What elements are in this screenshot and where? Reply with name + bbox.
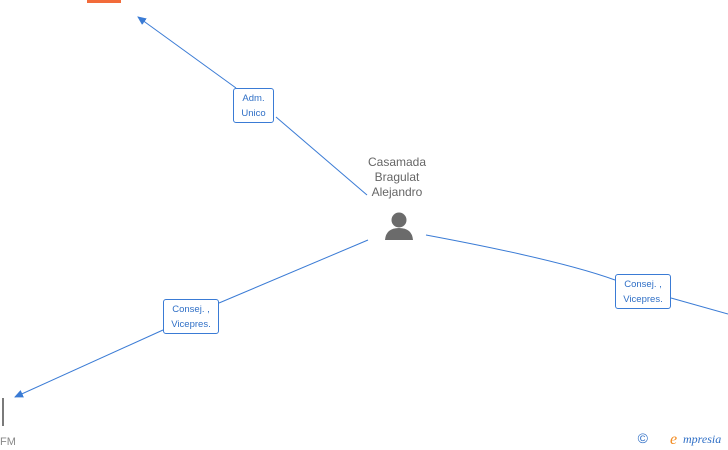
company-building-icon-top[interactable] <box>87 0 121 3</box>
svg-text:mpresia: mpresia <box>683 432 721 446</box>
copyright-icon: © <box>637 430 648 446</box>
person-name[interactable]: Casamada Bragulat Alejandro <box>347 155 447 200</box>
edge-line-adm-upper <box>137 16 237 89</box>
edge-line-right-outer <box>670 297 728 315</box>
svg-text:e: e <box>670 431 677 448</box>
edge-line-left <box>218 239 369 304</box>
person-name-line1: Casamada <box>367 155 427 169</box>
edge-label-line2: Unico <box>241 108 266 119</box>
edge-line-adm <box>275 116 368 196</box>
edge-label-line1: Consej. , <box>172 304 210 315</box>
person-name-line3: Alejandro <box>371 185 423 199</box>
edge-label-adm-unico: Adm. Unico <box>233 88 274 123</box>
person-icon[interactable] <box>385 212 413 241</box>
person-name-line2: Bragulat <box>374 170 420 184</box>
edge-line-right <box>425 234 616 281</box>
watermark: © <box>638 430 648 446</box>
edge-label-consej-vicepres-left: Consej. , Vicepres. <box>163 299 219 334</box>
company-building-icon-bottom-left[interactable] <box>2 398 4 426</box>
edge-line-left-lower <box>14 329 164 398</box>
edge-label-consej-vicepres-right: Consej. , Vicepres. <box>615 274 671 309</box>
edge-label-line2: Vicepres. <box>171 319 211 330</box>
company-name-bottom-left[interactable]: FM <box>0 436 16 448</box>
edge-label-line2: Vicepres. <box>623 294 663 305</box>
edge-label-line1: Adm. <box>242 93 265 104</box>
edge-label-line1: Consej. , <box>624 279 662 290</box>
empresia-logo-icon: e mpresia <box>670 431 721 448</box>
